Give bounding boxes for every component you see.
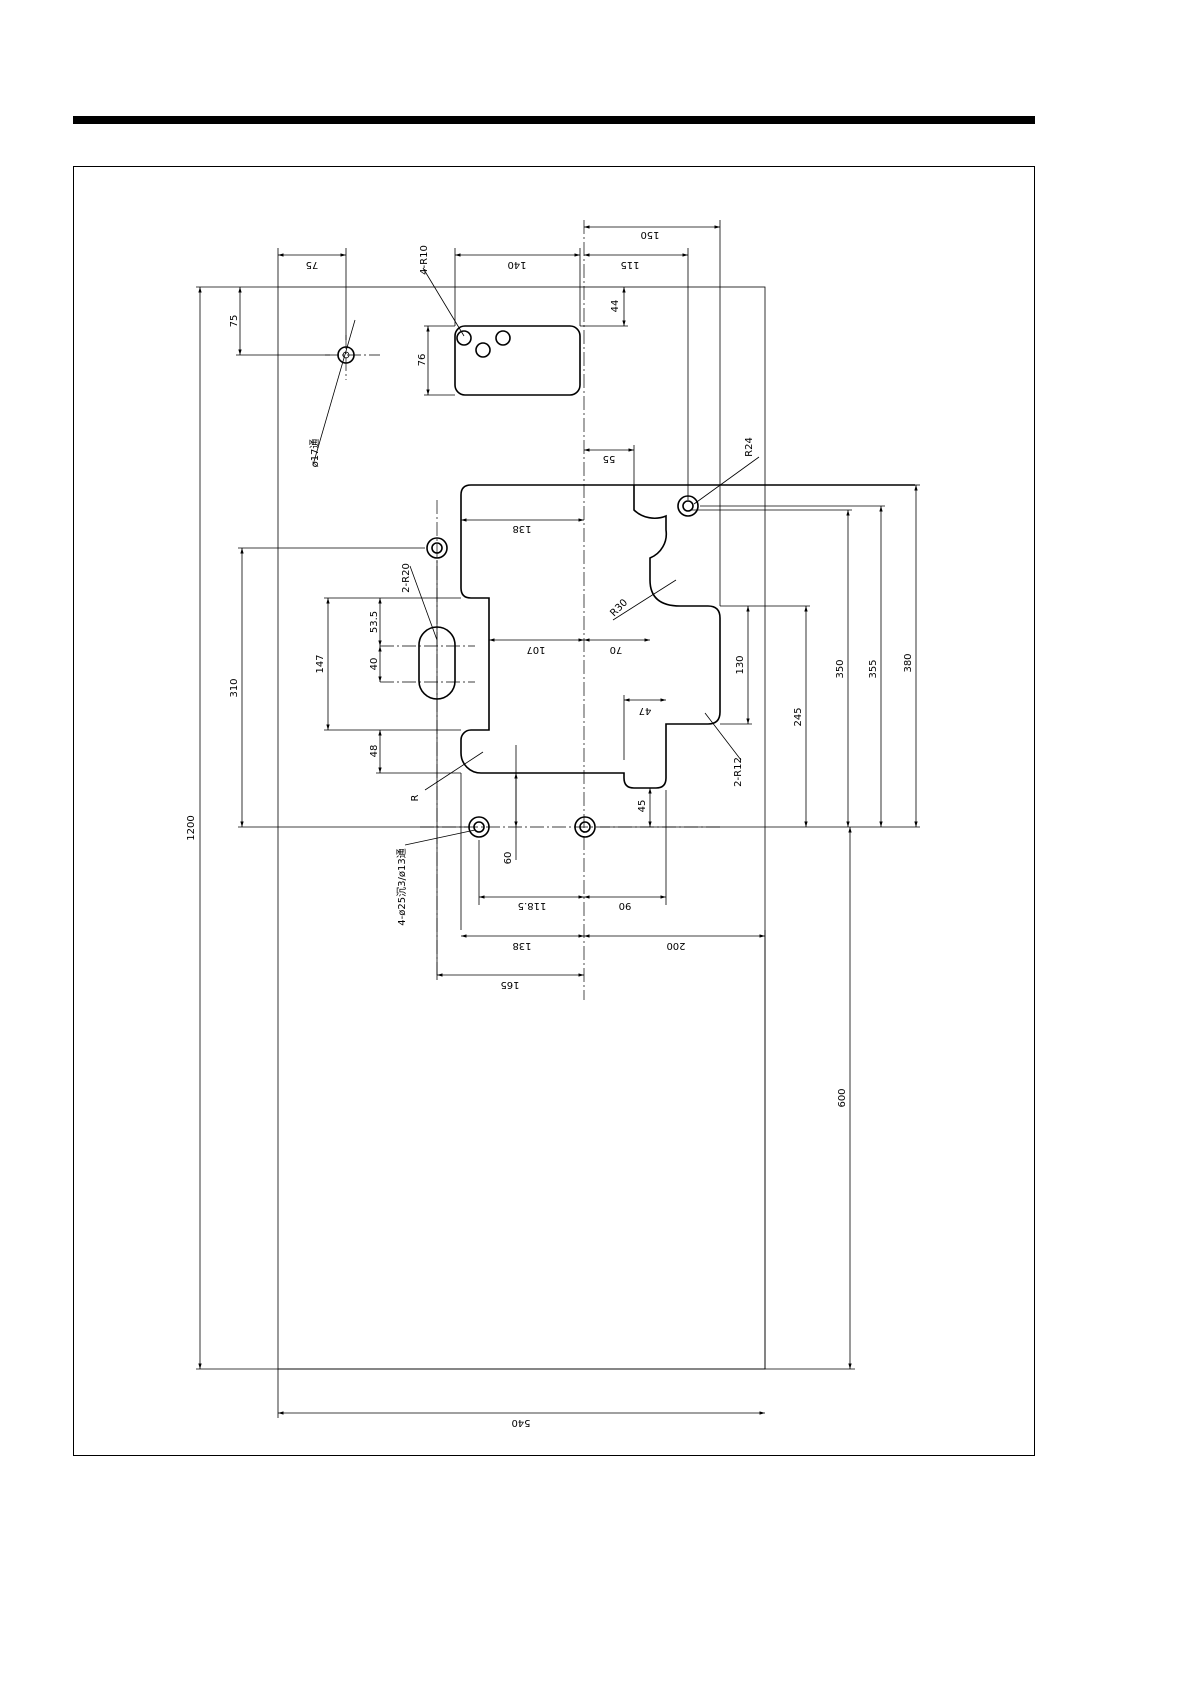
dim-48: 48 [369,745,380,758]
dim-40: 40 [369,658,380,671]
dim-245: 245 [793,707,804,726]
dim-47: 47 [639,705,652,716]
dim-53-5: 53.5 [369,611,380,633]
dim-540: 540 [511,1417,530,1428]
callout-hole-17: ø17通 [309,439,321,468]
dim-130: 130 [735,655,746,674]
dimension-labels: 540 1200 150 140 115 75 75 44 76 55 138 … [186,229,914,1428]
technical-drawing: 540 1200 150 140 115 75 75 44 76 55 138 … [0,0,1109,1568]
dim-118-5: 118.5 [518,900,547,911]
dim-55: 55 [603,453,616,464]
dim-355: 355 [868,659,879,678]
mounting-holes [325,331,698,837]
callout-r30: R30 [608,597,630,619]
dim-115: 115 [620,259,639,270]
dim-76: 76 [417,354,428,367]
dim-147: 147 [315,654,326,673]
dim-350: 350 [835,659,846,678]
dim-75-left: 75 [229,315,240,328]
callout-r: R [410,794,421,801]
callout-2-r12: 2-R12 [733,757,744,787]
dim-138-top: 138 [512,523,531,534]
dim-44: 44 [610,300,621,313]
dim-200: 200 [666,940,685,951]
dim-60: 60 [503,852,514,865]
top-plate-cutout [455,326,580,395]
dim-75-top: 75 [306,259,319,270]
dim-45: 45 [637,800,648,813]
dim-140: 140 [507,259,526,270]
callout-4-r10: 4-R10 [419,245,430,275]
dim-70: 70 [610,644,623,655]
table-outline [278,287,765,1369]
dim-380: 380 [903,653,914,672]
dim-600: 600 [837,1088,848,1107]
callout-2-r20: 2-R20 [401,563,412,593]
dimension-lines [196,220,920,1418]
dim-90: 90 [619,900,632,911]
dim-165: 165 [500,979,519,990]
dim-107: 107 [526,644,545,655]
dim-138-bottom: 138 [512,940,531,951]
dim-310: 310 [229,678,240,697]
callout-r24: R24 [744,437,755,457]
dim-1200: 1200 [186,815,197,840]
callout-holes-bottom: 4-ø25沉3/ø13通 [395,848,408,925]
dim-150: 150 [640,229,659,240]
